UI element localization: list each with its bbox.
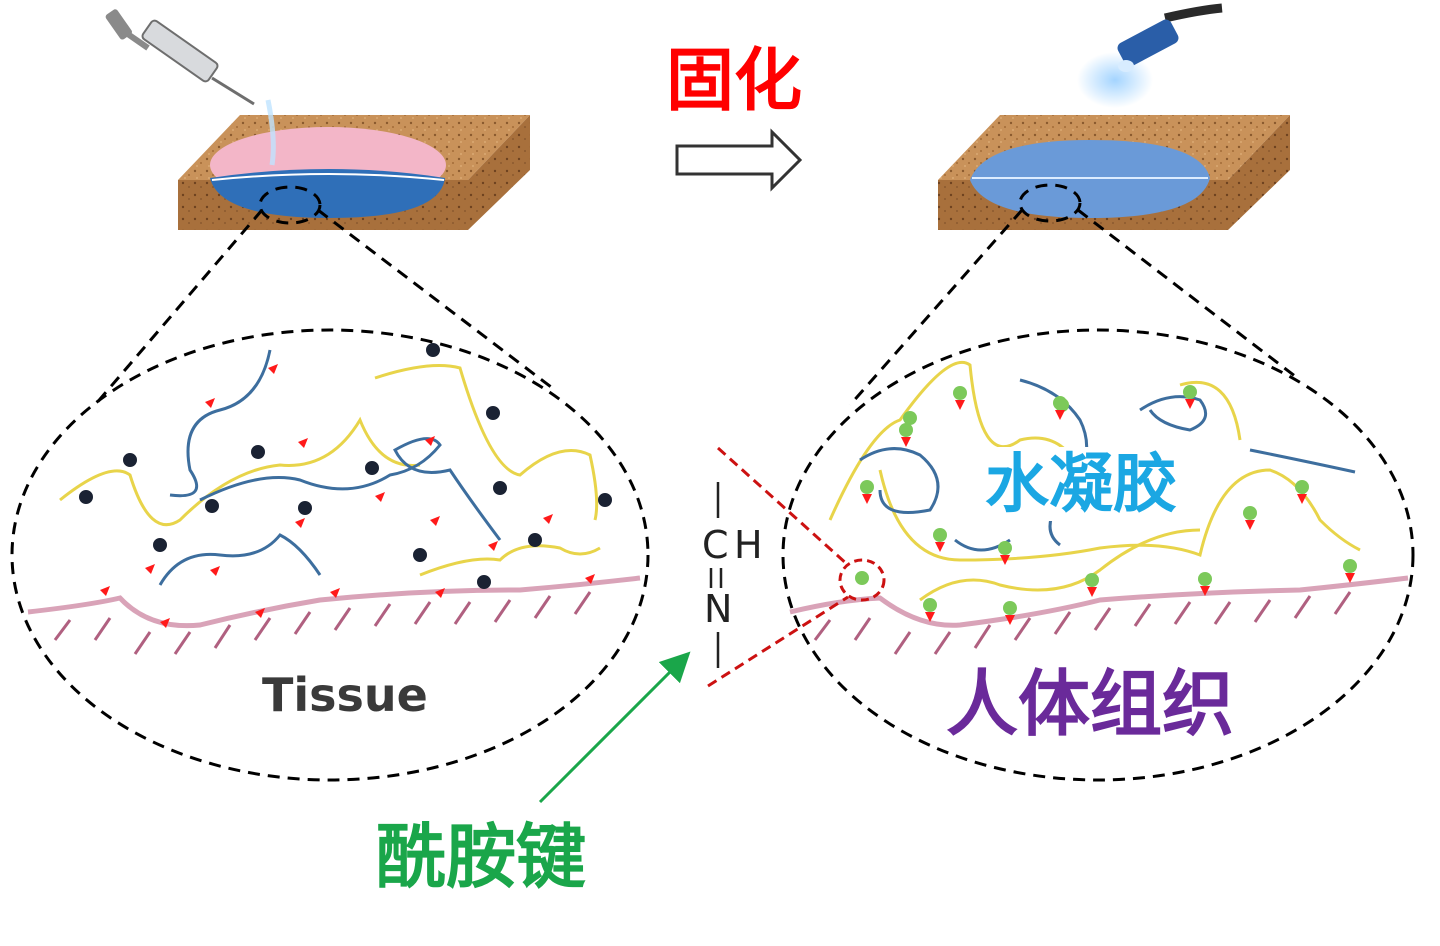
left-gel-layer: [210, 169, 445, 218]
right-tissue-surface: [789, 575, 1409, 655]
green-pointer-arrow: [538, 651, 691, 804]
left-substrate: [178, 99, 530, 230]
left-zoom: [10, 185, 650, 782]
carbon-atom-label: C: [702, 523, 729, 567]
crosslink-nodes: [855, 385, 1357, 625]
tissue-label: Tissue: [262, 668, 428, 722]
right-substrate: [938, 115, 1290, 230]
hydrogel-label: 水凝胶: [975, 447, 1187, 521]
right-arrow-icon: [675, 128, 803, 192]
left-tissue-surface: [27, 575, 641, 655]
cure-label: 固化: [666, 42, 803, 121]
light-pen-icon: [1077, 3, 1223, 108]
human-tissue-label: 人体组织: [946, 662, 1235, 746]
left-polymer-network: [59, 343, 612, 628]
right-zoom: [781, 183, 1415, 782]
imine-structure: [709, 482, 723, 668]
syringe-icon: [105, 9, 255, 106]
amide-bond-callout: [707, 446, 886, 688]
hydrogen-atom-label: H: [734, 523, 763, 567]
amide-bond-label: 酰胺键: [376, 816, 586, 898]
nitrogen-atom-label: N: [704, 587, 733, 631]
